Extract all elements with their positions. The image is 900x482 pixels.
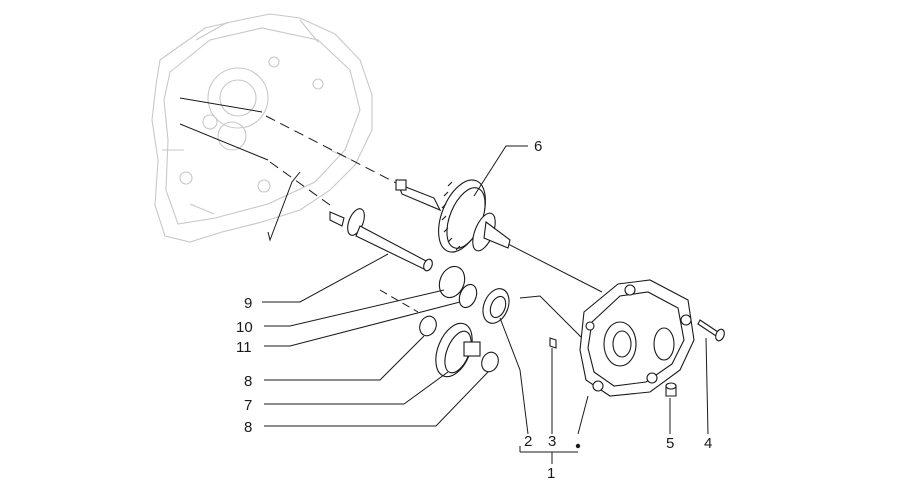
part-11-ring (458, 283, 478, 309)
callout-11: 11 (236, 339, 252, 356)
part-9-pinion-shaft (329, 208, 433, 272)
callout-7: 7 (244, 397, 252, 414)
callout-labels: 6 9 10 11 8 7 8 2 3 1 5 4 (236, 138, 712, 482)
callout-2: 2 (524, 433, 532, 450)
callout-1: 1 (547, 465, 555, 482)
callout-10: 10 (236, 319, 253, 336)
part-5-bolt (665, 382, 677, 397)
part-6-gear-shaft (395, 179, 511, 253)
callout-8-lower: 8 (244, 419, 252, 436)
part-8-bushing-lower (481, 351, 499, 373)
part-8-bushing-upper (419, 315, 437, 337)
callout-9: 9 (244, 295, 252, 312)
callout-8-upper: 8 (244, 373, 252, 390)
callout-6: 6 (534, 138, 542, 155)
part-4-bolt (697, 319, 725, 342)
callout-3: 3 (548, 433, 556, 450)
callout-4: 4 (704, 435, 712, 452)
part-2-bearing (482, 288, 510, 324)
crankcase-ghost (151, 13, 373, 243)
part-7-intermediate-gear (435, 322, 481, 378)
part-3-dowel-pin (549, 337, 557, 349)
part-1-transmission-cover (579, 279, 695, 397)
callout-5: 5 (666, 435, 674, 452)
axis-lines (179, 97, 603, 339)
part-10-circlip (438, 265, 466, 299)
leader-lines (262, 145, 709, 464)
